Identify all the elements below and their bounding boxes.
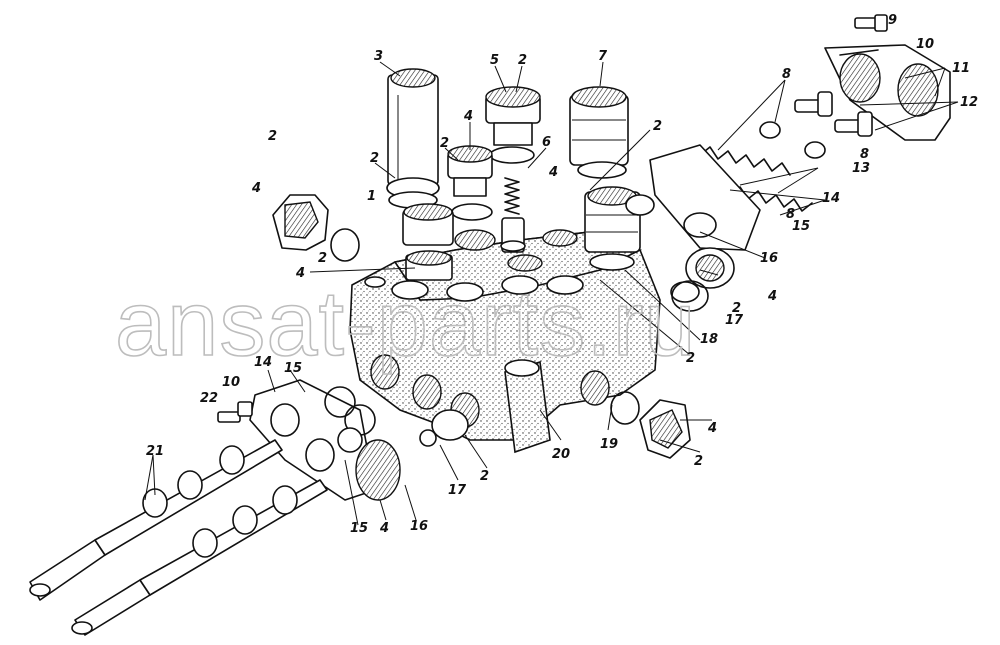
part-12-screws <box>794 91 873 137</box>
part-right-fitting <box>584 186 641 271</box>
part-1-nipple <box>402 203 454 281</box>
callout-7: 7 <box>598 49 608 64</box>
callout-5: 5 <box>490 53 499 68</box>
callout-4: 4 <box>548 165 558 180</box>
part-7-fitting <box>569 86 629 179</box>
callout-17: 17 <box>725 313 744 328</box>
callout-2: 2 <box>518 53 527 68</box>
part-5-plug <box>485 86 541 164</box>
callout-11: 11 <box>952 61 970 76</box>
callout-13: 13 <box>852 161 870 176</box>
callout-16: 16 <box>760 251 778 266</box>
callout-12: 12 <box>960 95 978 110</box>
callout-4: 4 <box>463 109 473 124</box>
part-17-valve <box>419 409 469 447</box>
callout-2: 2 <box>694 454 703 469</box>
callout-10: 10 <box>222 375 240 390</box>
callout-2: 2 <box>653 119 662 134</box>
callout-15: 15 <box>350 521 368 536</box>
part-9-bolt <box>854 14 888 32</box>
callout-4: 4 <box>251 181 261 196</box>
callout-8: 8 <box>786 207 795 222</box>
leader-lines <box>144 61 959 526</box>
callout-2: 2 <box>370 151 379 166</box>
spring-assembly-right <box>625 121 826 312</box>
part-22-bolt <box>217 401 253 423</box>
callout-4: 4 <box>707 421 717 436</box>
callout-1: 1 <box>367 189 376 204</box>
callout-22: 22 <box>200 391 218 406</box>
callout-4: 4 <box>379 521 389 536</box>
part-6-spring <box>500 177 526 253</box>
callout-16: 16 <box>410 519 428 534</box>
callout-6: 6 <box>542 135 551 150</box>
valve-body <box>349 229 661 454</box>
right-plug-4 <box>610 391 691 459</box>
callout-2: 2 <box>686 351 695 366</box>
callout-9: 9 <box>888 13 897 28</box>
flange-14-left <box>249 379 401 501</box>
callout-15: 15 <box>792 219 810 234</box>
spools-21 <box>29 439 328 636</box>
callout-3: 3 <box>374 49 383 64</box>
callout-2: 2 <box>268 129 277 144</box>
callout-8: 8 <box>860 147 869 162</box>
callout-2: 2 <box>318 251 327 266</box>
callout-18: 18 <box>700 332 718 347</box>
callout-20: 20 <box>552 447 570 462</box>
callout-10: 10 <box>916 37 934 52</box>
callout-labels: 3 5 2 7 4 2 6 2 4 2 1 4 2 4 8 9 10 11 12… <box>146 13 978 536</box>
callout-17: 17 <box>448 483 467 498</box>
part-4-plug-top <box>447 145 493 221</box>
callout-8: 8 <box>782 67 791 82</box>
callout-15: 15 <box>284 361 302 376</box>
part-3-bush <box>386 68 440 209</box>
callout-2: 2 <box>480 469 489 484</box>
callout-21: 21 <box>146 444 164 459</box>
callout-14: 14 <box>822 191 840 206</box>
callout-2: 2 <box>732 301 741 316</box>
callout-4: 4 <box>767 289 777 304</box>
callout-4: 4 <box>295 266 305 281</box>
watermark-text: ansat-parts.ru <box>115 273 697 375</box>
left-plug <box>272 194 360 262</box>
callout-19: 19 <box>600 437 618 452</box>
callout-2: 2 <box>440 136 449 151</box>
callout-14: 14 <box>254 355 272 370</box>
